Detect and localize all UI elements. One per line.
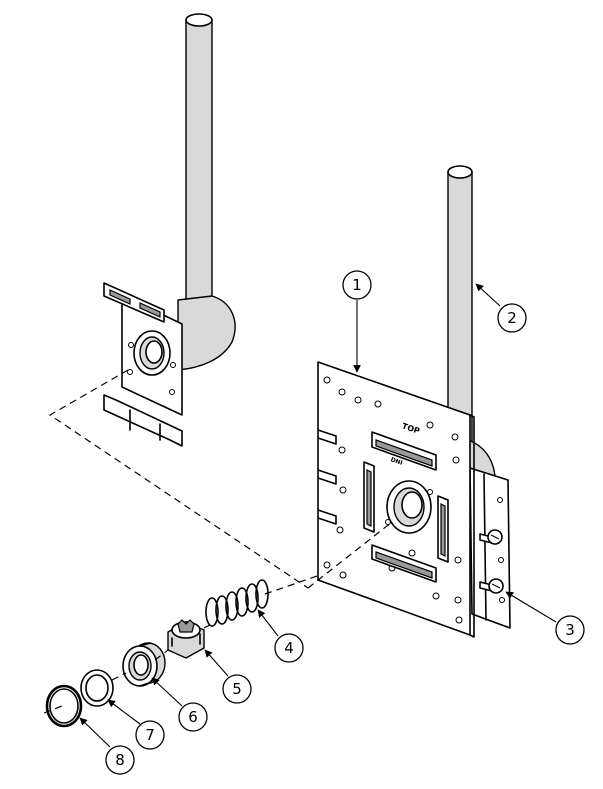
callout-8: 8 [105,745,135,775]
callout-label: 1 [352,276,362,294]
callout-label: 3 [565,621,575,639]
callout-label: 8 [115,751,125,769]
callout-6: 6 [178,702,208,732]
exploded-plate-assembly: TOP DNI [317,165,511,638]
callout-2: 2 [497,303,527,333]
assembled-valve-left [103,13,236,447]
axis-spring-to-plate [264,574,321,595]
plate-mark-small: DNI [390,456,404,467]
axis-to-port [307,521,393,589]
leader-5 [204,649,229,677]
oring-part-8 [45,684,83,728]
callout-5: 5 [222,674,252,704]
left-bottom-bracket [103,394,183,447]
callout-7: 7 [135,720,165,750]
plunger-part-5 [167,619,205,659]
left-elbow [177,295,236,371]
callout-label: 6 [188,708,198,726]
side-bracket [469,467,511,629]
left-pipe-top [185,13,213,27]
callout-4: 4 [274,633,304,663]
leader-3 [505,591,557,623]
callout-3: 3 [555,615,585,645]
screws [479,529,504,594]
callout-1: 1 [342,270,372,300]
right-pipe-top [447,165,473,179]
bushing-part-6 [122,642,166,687]
leader-2 [475,283,501,307]
axis-left-to-center [48,369,309,589]
callout-label: 4 [284,639,294,657]
axis-oring [43,705,63,714]
washer-part-7 [80,669,114,707]
leader-4 [257,609,279,637]
callout-label: 7 [145,726,155,744]
callout-label: 5 [232,680,242,698]
callout-label: 2 [507,309,517,327]
leader-6 [151,677,183,707]
leader-8 [79,717,111,748]
leader-7 [107,699,141,725]
left-pipe [185,19,213,311]
plate-holes [323,376,463,624]
spring-part-4 [205,579,269,627]
